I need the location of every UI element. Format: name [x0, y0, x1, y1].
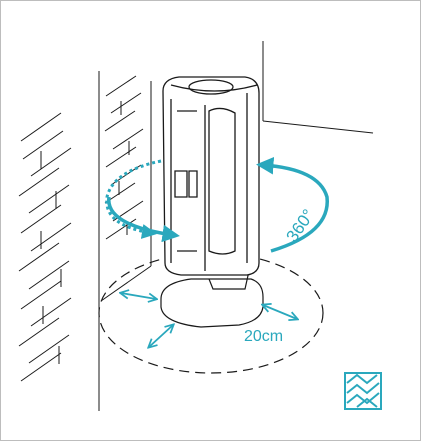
rotate-arrow-right — [256, 157, 329, 253]
herringbone-floor-icon — [344, 372, 382, 410]
back-wall — [100, 41, 374, 302]
rotation-arrows — [105, 157, 329, 253]
distance-arrows — [121, 293, 297, 347]
placement-area-outline — [98, 252, 324, 374]
distance-label: 20cm — [244, 328, 283, 345]
rotate-arrow-left — [105, 159, 162, 239]
device-base — [160, 270, 264, 328]
brick-wall — [18, 71, 152, 411]
device-body — [162, 76, 260, 276]
rotation-label: 360° — [282, 206, 318, 246]
